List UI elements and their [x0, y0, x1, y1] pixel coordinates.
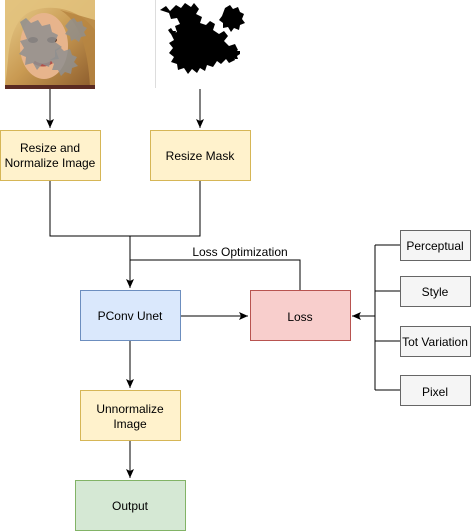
resize-normalize-label-line2: Normalize Image — [5, 156, 96, 170]
resize-normalize-label-line1: Resize and — [20, 141, 80, 155]
perceptual-label: Perceptual — [406, 239, 463, 253]
pixel-label: Pixel — [422, 385, 448, 399]
loss-optimization-label: Loss Optimization — [192, 245, 287, 259]
pconv-unet-node: PConv Unet — [80, 290, 181, 341]
edge-loss-optimization — [130, 259, 301, 290]
pixel-node: Pixel — [400, 375, 471, 406]
resize-normalize-node: Resize and Normalize Image — [0, 130, 101, 181]
unnormalize-label-line1: Unnormalize — [96, 402, 164, 416]
style-label: Style — [422, 285, 449, 299]
output-label: Output — [112, 499, 149, 513]
connectors — [46, 89, 400, 478]
resize-mask-label: Resize Mask — [166, 149, 236, 163]
perceptual-node: Perceptual — [400, 230, 471, 261]
tot-variation-label: Tot Variation — [402, 335, 468, 349]
loss-node: Loss — [250, 290, 351, 341]
output-node: Output — [75, 480, 186, 531]
unnormalize-node: Unnormalize Image — [80, 390, 181, 441]
edge-resize-image-merge — [49, 180, 130, 237]
face-photo-with-mask — [5, 0, 95, 89]
pconv-unet-label: PConv Unet — [98, 309, 163, 323]
loss-label: Loss — [287, 310, 312, 324]
style-node: Style — [400, 276, 471, 307]
random-mask — [155, 0, 245, 88]
resize-mask-node: Resize Mask — [150, 130, 251, 181]
unnormalize-label-line2: Image — [113, 417, 147, 431]
tot-variation-node: Tot Variation — [400, 326, 471, 357]
edge-resize-mask-merge — [130, 180, 201, 237]
